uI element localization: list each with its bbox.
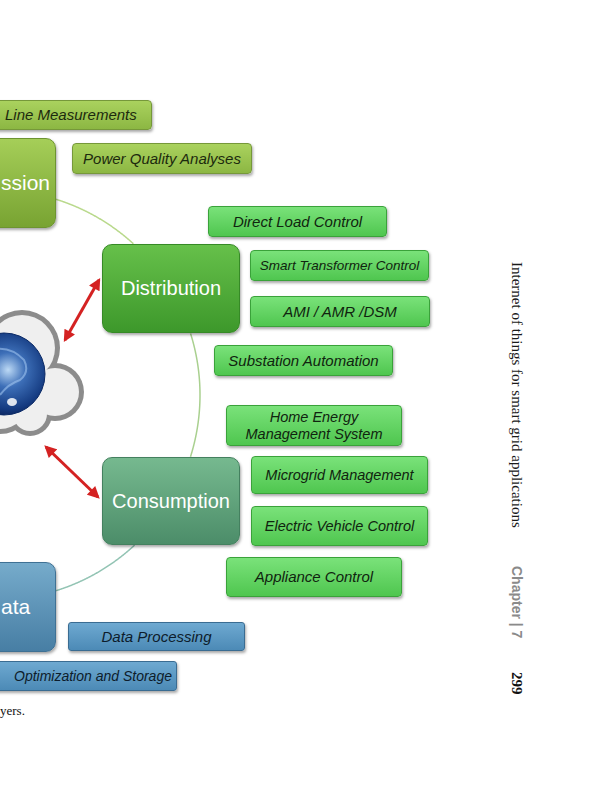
node-text: ata: [1, 595, 30, 619]
function-box: Direct Load Control: [208, 206, 387, 237]
node-text: AMI / AMR /DSM: [283, 303, 397, 320]
function-box: Smart Transformer Control: [250, 250, 429, 281]
node-text: Consumption: [112, 490, 230, 513]
node-text: Data Processing: [101, 628, 211, 645]
link-arrow: [46, 280, 99, 497]
function-box: Line Measurements: [0, 100, 152, 130]
node-text: ssion: [1, 171, 50, 195]
running-head: Internet of things for smart grid applic…: [508, 262, 526, 528]
layer-box: Consumption: [102, 457, 240, 545]
function-box: Microgrid Management: [251, 456, 428, 494]
node-text: Power Quality Analyses: [83, 150, 241, 167]
layer-connector: [190, 333, 200, 456]
node-text: Home Energy Management System: [241, 409, 387, 442]
layer-box: ssion: [0, 138, 56, 228]
layer-connector: [56, 545, 135, 591]
function-box: Electric Vehicle Control: [251, 506, 428, 546]
chapter-number: Chapter | 7: [508, 566, 526, 638]
layer-box: ata: [0, 562, 56, 652]
node-text: Substation Automation: [228, 352, 378, 369]
page-number: 299: [508, 672, 526, 695]
caption-fragment: yers.: [0, 702, 25, 720]
function-box: Optimization and Storage: [0, 661, 177, 691]
node-text: Smart Transformer Control: [260, 258, 420, 274]
function-box: Substation Automation: [214, 345, 393, 376]
function-box: Appliance Control: [226, 557, 402, 597]
function-box: AMI / AMR /DSM: [250, 296, 430, 327]
node-text: Direct Load Control: [233, 213, 362, 230]
node-text: Electric Vehicle Control: [265, 518, 414, 535]
function-box: Data Processing: [68, 622, 245, 651]
layer-connector: [56, 199, 133, 243]
node-text: Line Measurements: [5, 106, 137, 123]
function-box: Home Energy Management System: [226, 405, 402, 446]
node-text: Optimization and Storage: [14, 668, 172, 684]
node-text: Appliance Control: [255, 568, 373, 585]
node-text: Distribution: [121, 277, 221, 300]
layer-box: Distribution: [102, 244, 240, 333]
node-text: Microgrid Management: [265, 467, 413, 484]
function-box: Power Quality Analyses: [72, 143, 252, 174]
